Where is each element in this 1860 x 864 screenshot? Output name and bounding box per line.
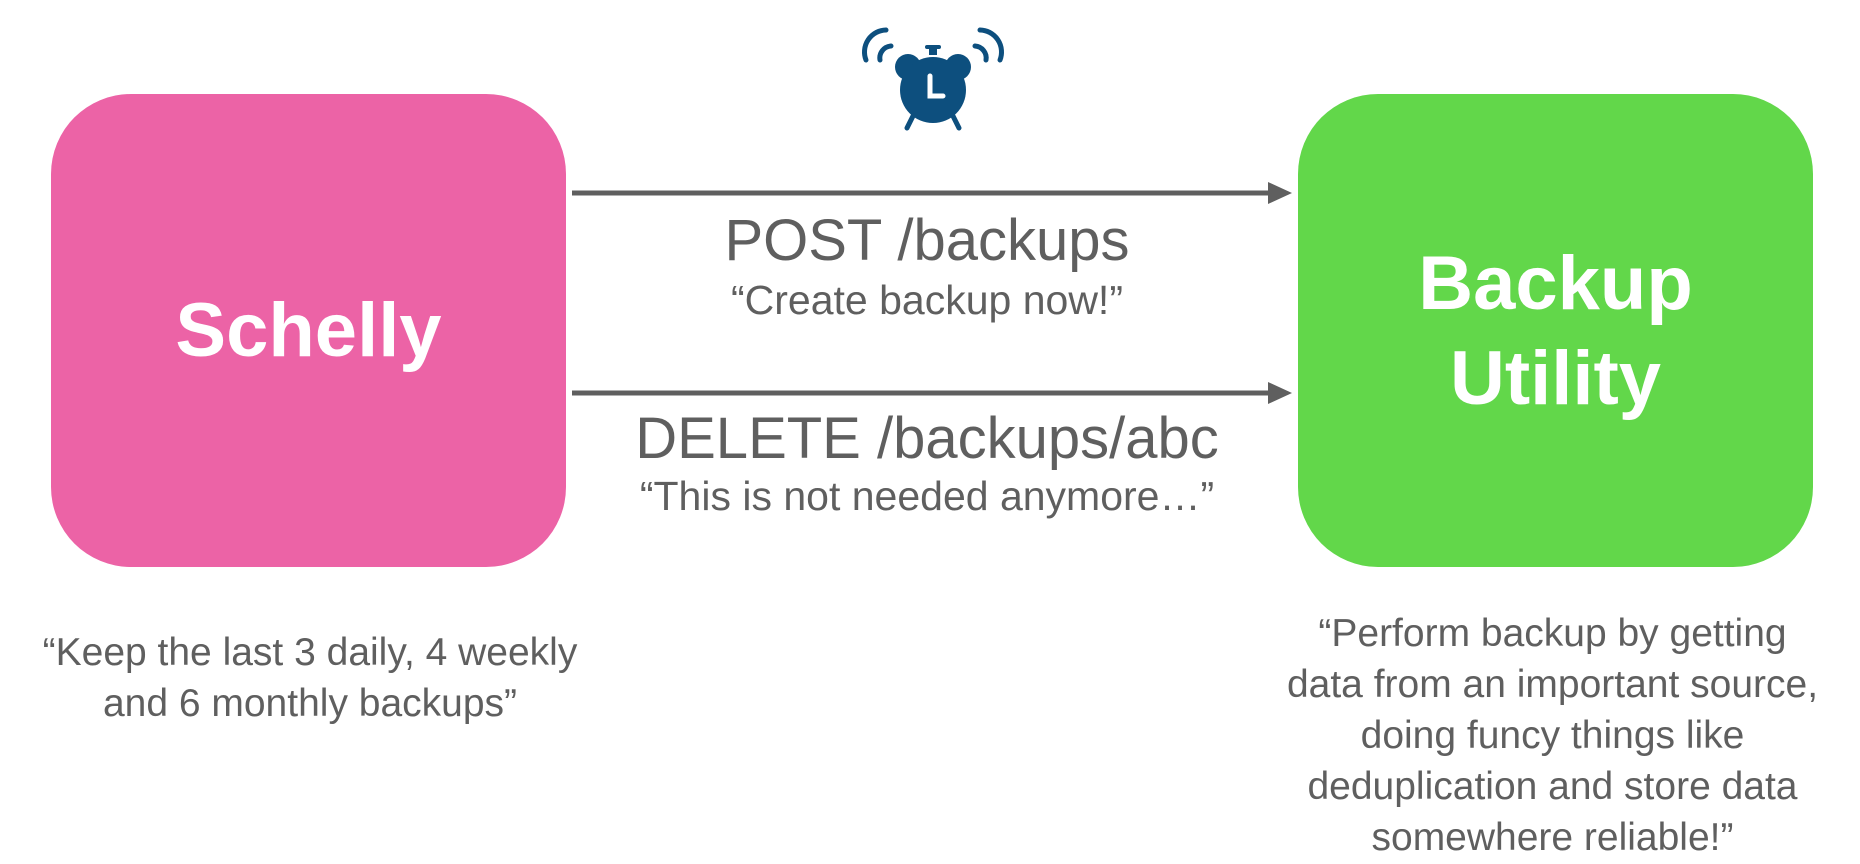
- post-quote-label: “Create backup now!”: [731, 277, 1123, 323]
- delete-arrow: [572, 382, 1292, 404]
- backup-utility-node: Backup Utility: [1298, 94, 1813, 567]
- alarm-clock-icon: [862, 27, 1004, 131]
- backup-utility-label-line-2: Utility: [1449, 335, 1662, 421]
- backup-utility-note-line: “Perform backup by getting: [1318, 612, 1787, 655]
- schelly-note: “Keep the last 3 daily, 4 weekly and 6 m…: [0, 627, 620, 729]
- schelly-label: Schelly: [175, 288, 442, 373]
- backup-utility-note-line: data from an important source,: [1286, 663, 1819, 706]
- backup-utility-note-line: doing funcy things like: [1360, 714, 1745, 757]
- schelly-node: Schelly: [51, 94, 566, 567]
- delete-method-label: DELETE /backups/abc: [635, 406, 1219, 471]
- delete-quote-label: “This is not needed anymore…”: [639, 473, 1215, 519]
- post-arrow: [572, 182, 1292, 204]
- backup-utility-note-line: deduplication and store data: [1307, 765, 1798, 808]
- backup-utility-label-line-1: Backup: [1418, 240, 1693, 326]
- backup-utility-note-line: somewhere reliable!”: [1371, 816, 1734, 859]
- schelly-note-line: “Keep the last 3 daily, 4 weekly: [42, 631, 578, 674]
- schelly-note-line: and 6 monthly backups”: [102, 682, 518, 725]
- backup-utility-note: “Perform backup by getting data from an …: [1245, 608, 1860, 863]
- post-method-label: POST /backups: [724, 208, 1130, 273]
